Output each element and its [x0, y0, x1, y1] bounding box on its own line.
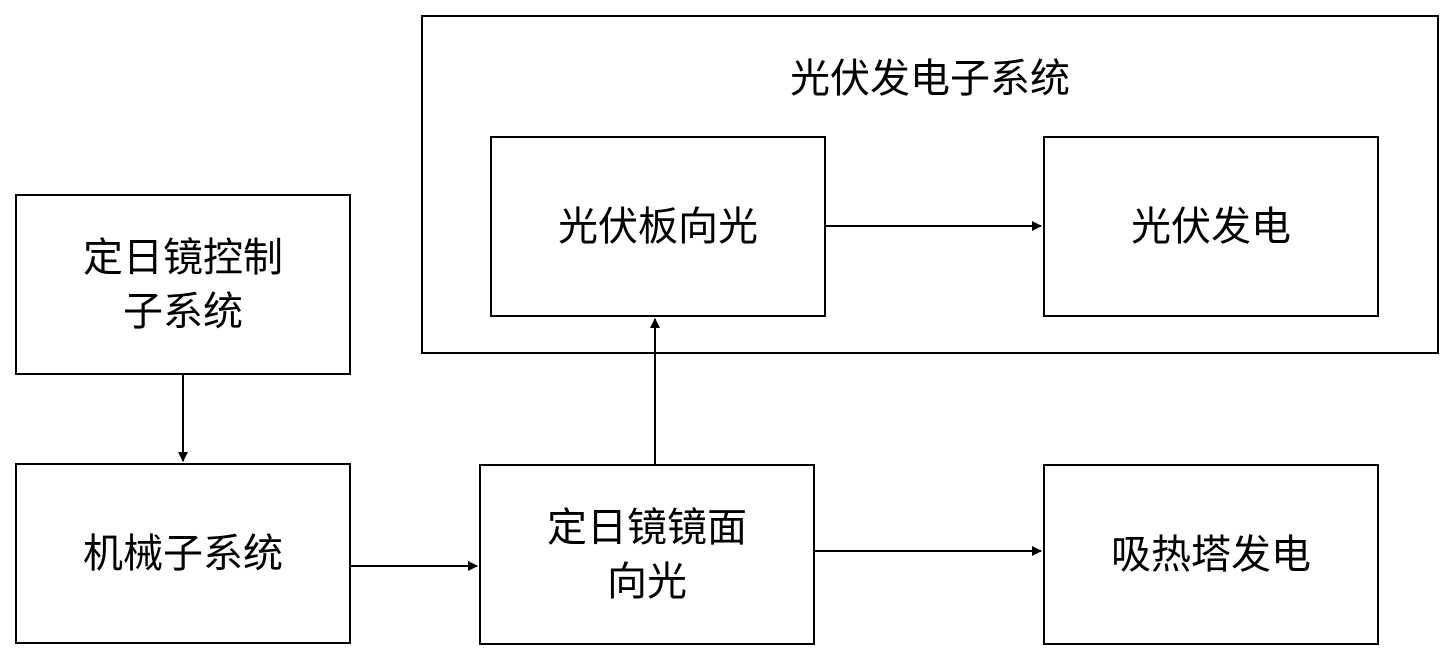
mechanical-subsystem-label: 机械子系统	[83, 530, 283, 577]
heliostat-mirror-node: 定日镜镜面 向光	[479, 464, 815, 645]
pv-panel-facing-light-label: 光伏板向光	[558, 203, 758, 250]
pv-generation-label: 光伏发电	[1131, 203, 1291, 250]
heliostat-control-node: 定日镜控制 子系统	[15, 194, 351, 375]
heliostat-control-label-line1: 定日镜控制	[83, 234, 283, 281]
pv-generation-node: 光伏发电	[1043, 136, 1379, 317]
pv-subsystem-title: 光伏发电子系统	[790, 56, 1070, 102]
pv-panel-facing-light-node: 光伏板向光	[490, 136, 826, 317]
heliostat-mirror-label-line2: 向光	[607, 558, 687, 605]
heliostat-control-label-line2: 子系统	[123, 288, 243, 335]
absorber-tower-generation-label: 吸热塔发电	[1111, 531, 1311, 578]
mechanical-subsystem-node: 机械子系统	[15, 463, 351, 644]
heliostat-mirror-label-line1: 定日镜镜面	[547, 504, 747, 551]
absorber-tower-generation-node: 吸热塔发电	[1043, 464, 1379, 645]
